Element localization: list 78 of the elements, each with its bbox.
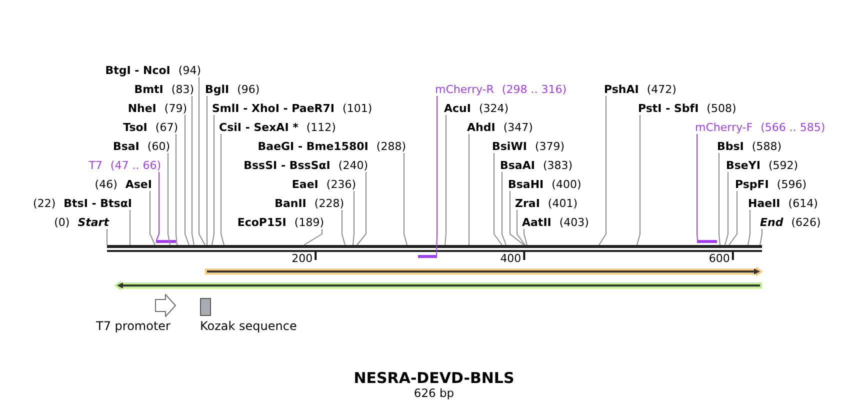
- enzyme-site-label: EcoP15I (189): [237, 216, 324, 229]
- primer-label: mCherry-F (566 .. 585): [695, 121, 826, 134]
- scale-label: 200: [292, 252, 313, 265]
- leader-line: [524, 228, 528, 246]
- feature-bar: [114, 280, 762, 290]
- leader-line: [724, 172, 728, 246]
- feature-bar: [205, 266, 763, 276]
- dna-sequence-line: [107, 245, 762, 252]
- leader-line: [212, 114, 214, 246]
- primer-bar: [418, 255, 437, 258]
- enzyme-site-label: ZraI (401): [515, 197, 578, 210]
- leader-line: [342, 210, 346, 246]
- enzyme-site-label: BseYI (592): [726, 159, 798, 172]
- enzyme-site-label: (46) AseI: [94, 178, 152, 191]
- leader-line: [192, 96, 194, 246]
- primer-label: mCherry-R (298 .. 316): [435, 83, 566, 96]
- feature-label: Kozak sequence: [200, 319, 297, 334]
- leader-line: [598, 96, 606, 246]
- enzyme-site-label: PshAI (472): [604, 83, 676, 96]
- enzyme-site-label: AatII (403): [522, 216, 589, 229]
- leader-line: [636, 114, 640, 246]
- enzyme-site-label: NheI (79): [128, 102, 187, 115]
- enzyme-site-label: HaeII (614): [748, 197, 818, 210]
- leader-line: [516, 210, 526, 246]
- leader-line: [106, 228, 108, 246]
- primer-bar: [156, 240, 176, 243]
- title: NESRA-DEVD-BNLS: [354, 369, 514, 387]
- leader-line: [156, 172, 160, 240]
- enzyme-site-label: BsaI (60): [112, 140, 170, 153]
- sequence-end-label: End (626): [760, 216, 821, 229]
- primer-label: T7 (47 .. 66): [88, 159, 161, 172]
- enzyme-site-label: AcuI (324): [444, 102, 509, 115]
- leader-line: [206, 96, 208, 246]
- leader-line: [168, 152, 170, 246]
- enzyme-site-label: BsaAI (383): [500, 159, 573, 172]
- leader-line: [748, 210, 750, 246]
- leader-line: [696, 134, 698, 240]
- enzyme-site-label: BssSI - BssSαI (240): [244, 159, 368, 172]
- enzyme-site-label: BsiWI (379): [492, 140, 565, 153]
- primer-bar: [697, 240, 717, 243]
- leader-line: [220, 134, 224, 246]
- enzyme-site-label: BmtI (83): [134, 83, 194, 96]
- leader-line: [184, 114, 190, 246]
- leader-line: [728, 190, 738, 246]
- enzyme-site-label: CsiI - SexAI * (112): [219, 121, 336, 134]
- leader-line: [718, 152, 720, 246]
- leader-line: [468, 134, 470, 246]
- leader-line: [352, 190, 354, 246]
- leader-line: [760, 228, 762, 246]
- enzyme-site-label: BglI (96): [205, 83, 260, 96]
- feature-label: T7 promoter: [96, 319, 170, 334]
- leader-line: [444, 114, 446, 246]
- leader-line: [510, 190, 524, 246]
- enzyme-site-label: AhdI (347): [467, 121, 533, 134]
- enzyme-site-label: (22) BtsI - BtsαI: [33, 197, 132, 210]
- enzyme-site-label: BbsI (588): [717, 140, 782, 153]
- leader-line: [176, 134, 178, 246]
- leader-line: [404, 152, 408, 246]
- caption: 626 bp: [414, 386, 454, 400]
- enzyme-site-label: SmlI - XhoI - PaeR7I (101): [212, 102, 372, 115]
- leader-line: [356, 172, 366, 246]
- enzyme-site-label: BsaHI (400): [508, 178, 582, 191]
- enzyme-site-label: PspFI (596): [735, 178, 806, 191]
- enzyme-site-label: BaeGI - Bme1580I (288): [258, 140, 406, 153]
- enzyme-site-label: EaeI (236): [292, 178, 356, 191]
- scale-label: 400: [500, 252, 522, 265]
- enzyme-site-label: TsoI (67): [123, 121, 178, 134]
- leader-line: [304, 228, 322, 246]
- enzyme-site-label: BtgI - NcoI (94): [105, 64, 201, 77]
- leader-line: [502, 172, 506, 246]
- scale-label: 600: [708, 252, 730, 265]
- leader-line: [198, 76, 206, 246]
- enzyme-site-label: PstI - SbfI (508): [638, 102, 736, 115]
- sequence-end-label: (0) Start: [54, 216, 109, 229]
- leader-line: [436, 96, 438, 256]
- leader-line: [150, 190, 156, 246]
- leader-line: [494, 152, 502, 246]
- enzyme-site-label: BanII (228): [274, 197, 344, 210]
